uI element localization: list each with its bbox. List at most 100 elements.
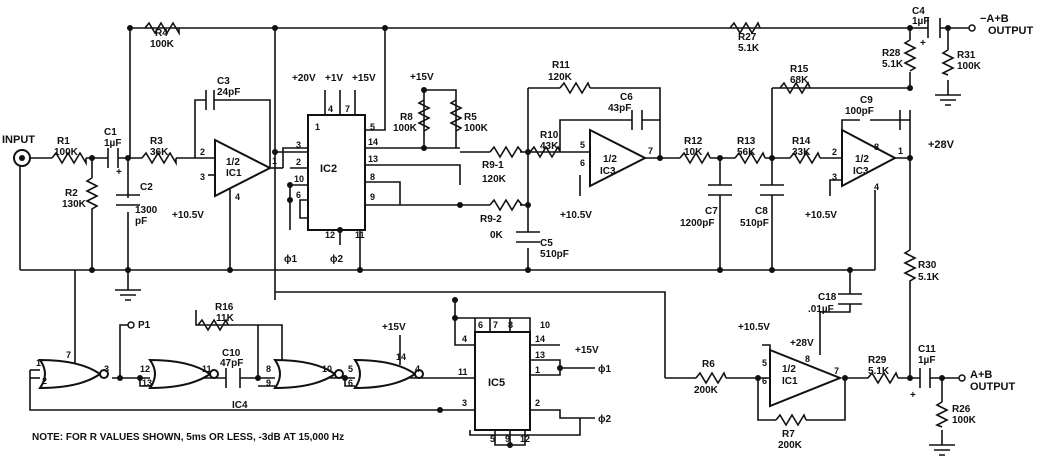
c3-val: 24pF [217, 87, 240, 98]
r13-val: 56K [737, 147, 756, 158]
phi2-label-b: ϕ2 [598, 414, 611, 425]
input-label: INPUT [2, 134, 35, 146]
svg-text:+: + [116, 167, 122, 178]
junction-dots [89, 25, 951, 448]
pin-ic2-14: 14 [368, 137, 378, 147]
supply-10-5v-d: +10.5V [738, 322, 770, 333]
resistor-shapes [51, 21, 955, 428]
r16-val: 11K [216, 313, 235, 324]
r16-ref: R16 [215, 302, 234, 313]
pin-ic5-10: 10 [540, 320, 550, 330]
r14-val: 33K [792, 147, 811, 158]
pin-ic2-7: 7 [345, 104, 350, 114]
pin-ic2-13: 13 [368, 154, 378, 164]
c2-val2: pF [135, 216, 147, 227]
r10-val: 43K [540, 141, 559, 152]
pin-ic2-4: 4 [328, 104, 333, 114]
c1-val: 1µF [104, 138, 121, 149]
pin-ic3b-4: 4 [874, 182, 879, 192]
r5-val: 100K [464, 123, 489, 134]
polarity-marks: + + + [116, 38, 926, 401]
r3-ref: R3 [150, 136, 163, 147]
pin-ic5-5: 5 [490, 434, 495, 444]
pin-ic2-3: 3 [296, 140, 301, 150]
r9-2-val: 0K [490, 230, 504, 241]
r28-val: 5.1K [882, 59, 904, 70]
r9-1-val: 120K [482, 174, 507, 185]
pin-ic5-7: 7 [493, 320, 498, 330]
terminals [127, 24, 976, 382]
pin-ic5-2: 2 [535, 398, 540, 408]
r31-ref: R31 [957, 50, 976, 61]
pin-ic4-14: 14 [396, 352, 406, 362]
pin-ic5-11: 11 [458, 367, 468, 377]
phi1-label-a: ϕ1 [284, 254, 297, 265]
pin-ic4-11: 11 [202, 364, 212, 374]
r12-ref: R12 [684, 136, 703, 147]
c8-val: 510pF [740, 218, 769, 229]
pin-ic1b-5: 5 [762, 358, 767, 368]
r12-val: 10K [684, 147, 703, 158]
supply-15v-b: +15V [410, 72, 434, 83]
pin-ic4-2: 2 [42, 376, 47, 386]
c11-ref: C11 [918, 344, 936, 355]
pin-ic3b-1: 1 [898, 146, 903, 156]
r7-val: 200K [778, 440, 803, 451]
c4-val: 1µF [912, 16, 929, 27]
pin-ic1a-3: 3 [200, 172, 205, 182]
r6-ref: R6 [702, 359, 715, 370]
supply-15v-c: +15V [382, 322, 406, 333]
opamp-ic1a [214, 138, 273, 198]
pin-ic1a-4: 4 [235, 192, 240, 202]
pin-ic4-1: 1 [36, 358, 41, 368]
p1-label: P1 [138, 320, 151, 331]
ic3a-name: IC3 [600, 166, 616, 177]
pin-ic4-7: 7 [66, 350, 71, 360]
pin-ic2-9: 9 [370, 192, 375, 202]
c18-ref: C18 [818, 292, 837, 303]
pin-ic5-3: 3 [462, 398, 467, 408]
pin-ic4-6: 6 [348, 378, 353, 388]
supply-10-5v-c: +10.5V [805, 210, 837, 221]
ic3a-part: 1/2 [603, 154, 617, 165]
pin-ic4-9: 9 [266, 378, 271, 388]
r2-val: 130K [62, 199, 87, 210]
ic1b-part: 1/2 [782, 364, 796, 375]
pin-ic5-8: 8 [508, 320, 513, 330]
ground-symbols [115, 94, 961, 456]
r27-ref: R27 [738, 32, 757, 43]
note-text: NOTE: FOR R VALUES SHOWN, 5ms OR LESS, -… [32, 432, 344, 443]
opamp-ic3a [589, 128, 648, 188]
r6-val: 200K [694, 385, 719, 396]
r3-val: 36K [150, 147, 169, 158]
pin-ic3a-6: 6 [580, 158, 585, 168]
r8-val: 100K [393, 123, 418, 134]
r8-ref: R8 [400, 112, 413, 123]
pin-ic4-12: 12 [140, 364, 150, 374]
c7-val: 1200pF [680, 218, 714, 229]
c5-val: 510pF [540, 249, 569, 260]
phi2-label-a: ϕ2 [330, 254, 343, 265]
pin-ic1b-6: 6 [762, 376, 767, 386]
pin-ic5-13: 13 [535, 350, 545, 360]
ic2-box [307, 114, 366, 231]
pin-ic3a-5: 5 [580, 140, 585, 150]
pin-ic3b-8: 8 [874, 142, 879, 152]
pin-ic2-11: 11 [355, 230, 365, 240]
pin-ic5-1: 1 [535, 365, 540, 375]
phi1-label-b: ϕ1 [598, 364, 611, 375]
pin-ic1b-8: 8 [805, 354, 810, 364]
ic5-box [474, 331, 531, 431]
pin-ic2-12: 12 [325, 230, 335, 240]
pin-ic2-6: 6 [296, 190, 301, 200]
r30-ref: R30 [918, 260, 937, 271]
pin-ic2-1: 1 [315, 122, 320, 132]
c5-ref: C5 [540, 238, 553, 249]
component-labels: INPUT R1 100K R2 130K C1 1µF C2 1300 pF … [2, 6, 1034, 451]
r10-ref: R10 [540, 130, 559, 141]
pin-ic2-10: 10 [294, 174, 304, 184]
pin-ic4-3: 3 [104, 364, 109, 374]
r26-ref: R26 [952, 404, 971, 415]
r31-val: 100K [957, 61, 982, 72]
